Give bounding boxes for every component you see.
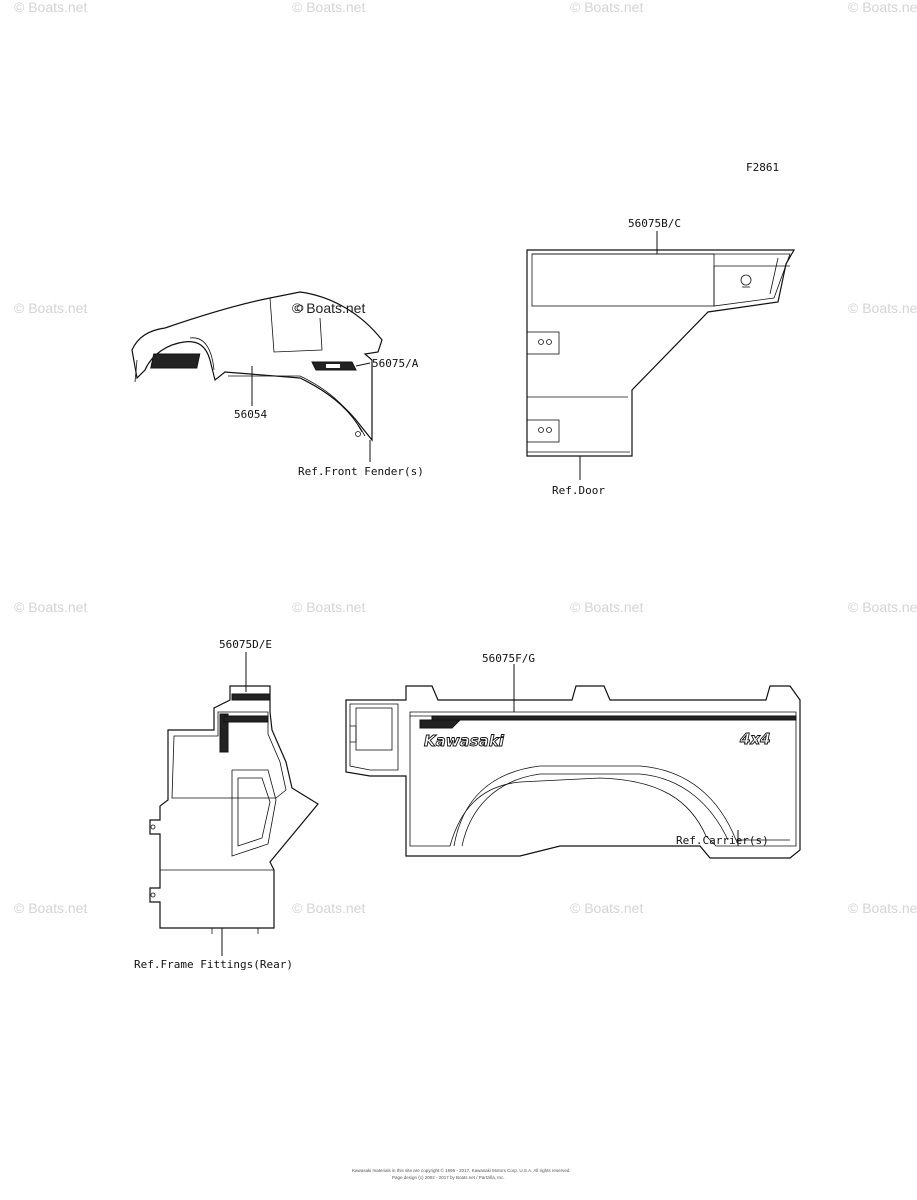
carrier-kawasaki-tab <box>419 719 462 729</box>
mule-decal: MULE <box>150 353 267 369</box>
door-hinge-upper <box>526 331 560 355</box>
rear-frame-assembly: 56075D/E Ref.Frame Fittings(Rear) <box>134 638 319 971</box>
carrier-assembly: Kawasaki 4x4 56075F/G Ref.Carrier(s) <box>345 652 801 859</box>
rear-frame-recess-inner <box>237 777 271 847</box>
footer-design-credit: Page design (c) 2002 - 2017 by Boats.net… <box>392 1175 505 1180</box>
fender-small-decal <box>311 361 357 371</box>
watermark: © Boats.net <box>570 900 643 916</box>
door-hinge-bolt <box>538 427 544 433</box>
callout-56054: 56054 <box>234 408 267 421</box>
door-decal-outline <box>532 253 791 307</box>
front-fender-mount <box>134 359 138 383</box>
rear-frame-decal-stripe <box>219 713 229 753</box>
rear-frame-decal-outline <box>171 711 287 799</box>
door-light-icon <box>740 274 752 286</box>
rear-frame-recess <box>231 769 277 857</box>
watermark: © Boats.net <box>848 0 917 15</box>
carrier-side-panel <box>409 711 797 847</box>
watermark: © Boats.net <box>14 900 87 916</box>
watermark: © Boats.net <box>848 900 917 916</box>
door-window-panel <box>531 253 715 307</box>
door-panel-outline <box>526 249 796 457</box>
callout-ref-door: Ref.Door <box>552 484 605 497</box>
mule-decal-text: MULE <box>236 357 267 368</box>
door-assembly: 56075B/C Ref.Door <box>526 217 796 497</box>
watermark: © Boats.net <box>292 900 365 916</box>
footer-copyright: Kawasaki materials in this site are copy… <box>352 1167 571 1173</box>
door-hinge-bolt <box>546 339 552 345</box>
rear-frame-decal-stripe <box>223 715 269 723</box>
figure-id: F2861 <box>746 161 779 174</box>
watermark: © Boats.net <box>570 0 643 15</box>
carrier-outer <box>345 685 801 859</box>
door-hinge-bolt <box>538 339 544 345</box>
front-fender-outline <box>131 291 383 442</box>
fender-small-decal-mark <box>326 364 340 368</box>
rear-frame-decal-stripe <box>231 693 271 701</box>
callout-ref-frame-fittings: Ref.Frame Fittings(Rear) <box>134 958 293 971</box>
rear-frame-bolt <box>150 824 156 830</box>
door-hinge-lower <box>526 419 560 443</box>
carrier-inner-swoop <box>453 765 790 847</box>
rear-frame-bolt <box>150 892 156 898</box>
watermark: © Boats.net <box>14 300 87 316</box>
callout-ref-front-fender: Ref.Front Fender(s) <box>298 465 424 478</box>
carrier-inner-swoop <box>461 773 729 847</box>
callout-56075bc: 56075B/C <box>628 217 681 230</box>
watermark: © Boats.net <box>292 599 365 615</box>
front-fender-flare <box>299 377 366 437</box>
door-hinge-bolt <box>546 427 552 433</box>
watermark: © Boats.net <box>14 599 87 615</box>
callout-56075a: 56075/A <box>372 357 419 370</box>
mule-decal-plate <box>150 353 201 369</box>
watermark: © Boats.net <box>570 599 643 615</box>
front-fender-inner <box>189 337 215 371</box>
callout-ref-carrier: Ref.Carrier(s) <box>676 834 769 847</box>
watermark: © Boats.net <box>848 300 917 316</box>
front-fender-bolt <box>296 304 304 312</box>
watermark: © Boats.net <box>848 599 917 615</box>
callout-56075fg: 56075F/G <box>482 652 535 665</box>
carrier-tailgate-latch <box>350 725 357 743</box>
door-inner-stripe <box>769 257 779 295</box>
front-fender-grill-edge <box>269 297 323 353</box>
callout-56075de: 56075D/E <box>219 638 272 651</box>
watermark: © Boats.net <box>14 0 87 15</box>
four-by-four-decal: 4x4 <box>739 730 771 748</box>
watermark: © Boats.net <box>292 0 365 15</box>
rear-frame-outline <box>149 685 319 929</box>
carrier-stripe <box>431 715 797 721</box>
front-fender-assembly: MULE 56075/A 56054 Ref.Front Fender(s) <box>131 291 424 478</box>
watermark-brand: © Boats.net <box>292 300 365 316</box>
front-fender-trim-stripe <box>228 375 363 433</box>
kawasaki-decal: Kawasaki <box>424 732 505 750</box>
carrier-tailgate-panel <box>349 703 399 771</box>
front-fender-bolt <box>355 431 361 437</box>
leader-line <box>355 362 371 367</box>
watermark-grid: © Boats.net © Boats.net © Boats.net © Bo… <box>14 0 917 916</box>
